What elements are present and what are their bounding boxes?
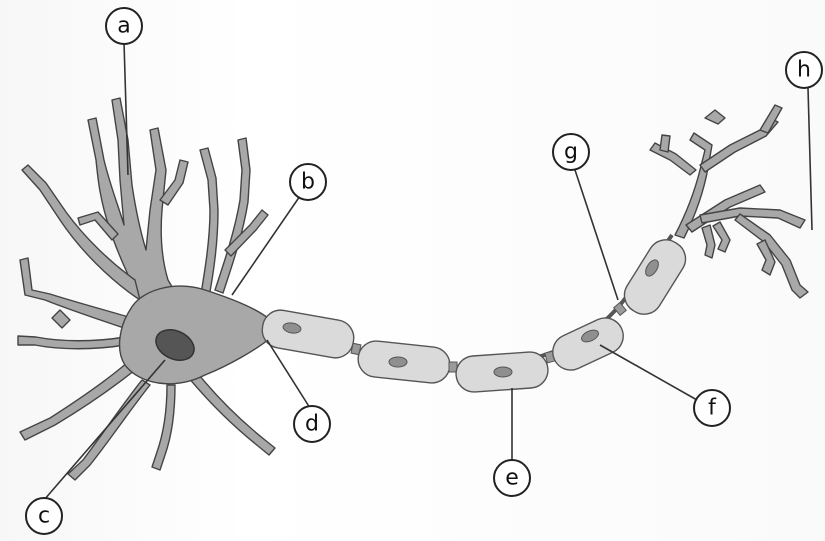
leader-f [600, 345, 697, 400]
label-e: e [494, 460, 530, 496]
label-g: g [553, 134, 589, 170]
cell-body [120, 286, 268, 384]
label-h: h [786, 52, 822, 88]
leader-g [575, 170, 618, 300]
axon [259, 233, 692, 393]
myelin-sheath-5 [618, 233, 693, 321]
leader-h [808, 88, 812, 230]
label-b: b [290, 164, 326, 200]
label-f: f [694, 390, 730, 426]
label-g-text: g [564, 140, 578, 165]
node-of-ranvier-4 [614, 303, 627, 316]
label-a-text: a [117, 14, 130, 39]
label-d-text: d [305, 412, 319, 437]
schwann-nucleus-2 [389, 357, 407, 367]
myelin-sheath-1 [259, 307, 356, 360]
label-f-text: f [708, 396, 717, 421]
myelin-sheath-4 [547, 312, 629, 376]
label-c: c [26, 498, 62, 534]
label-d: d [294, 406, 330, 442]
label-a: a [106, 8, 142, 44]
label-c-text: c [38, 504, 50, 529]
label-h-text: h [797, 58, 811, 83]
schwann-nucleus-3 [494, 367, 512, 377]
label-b-text: b [301, 170, 315, 195]
label-e-text: e [505, 466, 519, 491]
